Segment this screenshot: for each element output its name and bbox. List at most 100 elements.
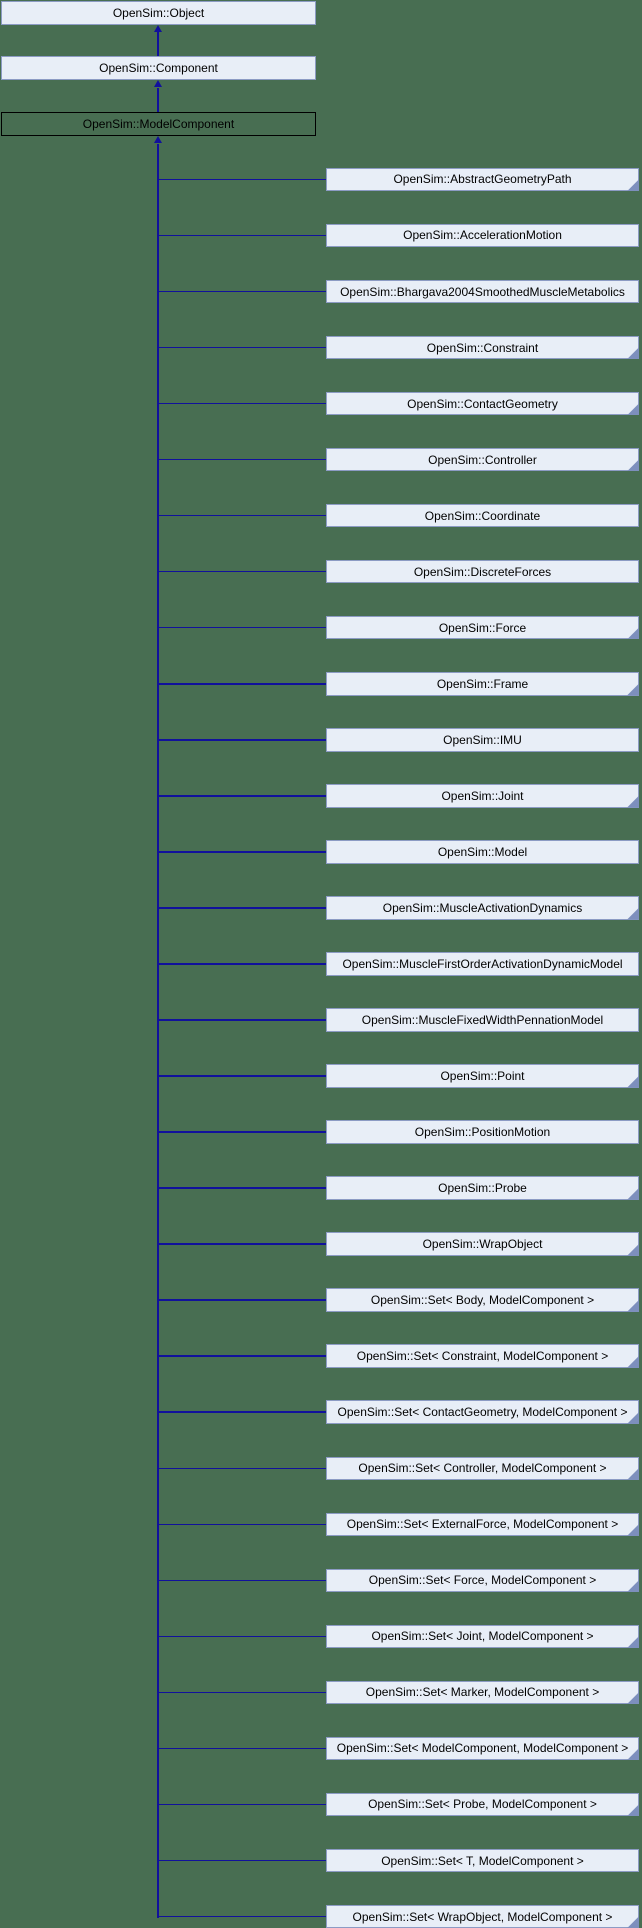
derived-class-label: OpenSim::IMU xyxy=(443,732,522,747)
derived-class-box[interactable]: OpenSim::Model xyxy=(326,840,639,864)
derived-class-box[interactable]: OpenSim::Point xyxy=(326,1064,639,1088)
derived-class-box[interactable]: OpenSim::WrapObject xyxy=(326,1232,639,1256)
derived-class-label: OpenSim::WrapObject xyxy=(422,1237,543,1252)
inheritance-branch-edge xyxy=(158,683,326,685)
derived-class-box[interactable]: OpenSim::Controller xyxy=(326,447,639,472)
truncated-corner-icon xyxy=(627,459,639,472)
class-label: OpenSim::ModelComponent xyxy=(82,116,235,131)
derived-class-label: OpenSim::DiscreteForces xyxy=(413,564,552,579)
derived-class-box[interactable]: OpenSim::Set< Marker, ModelComponent > xyxy=(326,1680,639,1705)
class-label: OpenSim::Object xyxy=(112,5,205,20)
inheritance-branch-edge xyxy=(158,234,326,237)
derived-class-label: OpenSim::Set< Probe, ModelComponent > xyxy=(368,1797,597,1812)
derived-class-box[interactable]: OpenSim::MuscleFixedWidthPennationModel xyxy=(326,1008,639,1032)
derived-class-box[interactable]: OpenSim::Bhargava2004SmoothedMuscleMetab… xyxy=(326,279,639,304)
inheritance-branch-edge xyxy=(158,1019,326,1021)
derived-class-box[interactable]: OpenSim::Set< Joint, ModelComponent > xyxy=(326,1624,639,1649)
truncated-corner-icon xyxy=(627,1468,639,1480)
inheritance-branch-edge xyxy=(158,1187,326,1189)
truncated-corner-icon xyxy=(627,1243,639,1256)
truncated-corner-icon xyxy=(627,627,639,640)
derived-class-label: OpenSim::Set< Body, ModelComponent > xyxy=(370,1293,595,1308)
class-box-component[interactable]: OpenSim::Component xyxy=(1,56,316,80)
derived-class-label: OpenSim::Set< ContactGeometry, ModelComp… xyxy=(337,1405,628,1420)
derived-class-box[interactable]: OpenSim::MuscleActivationDynamics xyxy=(326,896,639,920)
inheritance-branch-edge xyxy=(158,626,326,629)
truncated-corner-icon xyxy=(627,1580,639,1593)
derived-class-label: OpenSim::Set< ModelComponent, ModelCompo… xyxy=(336,1741,629,1756)
derived-class-label: OpenSim::ContactGeometry xyxy=(407,396,558,411)
inheritance-branch-edge xyxy=(158,1467,326,1469)
truncated-corner-icon xyxy=(627,795,639,808)
inheritance-branch-edge xyxy=(158,1579,326,1582)
truncated-corner-icon xyxy=(627,1187,639,1200)
derived-class-box[interactable]: OpenSim::Set< T, ModelComponent > xyxy=(326,1848,639,1873)
derived-class-label: OpenSim::Joint xyxy=(441,788,524,803)
truncated-corner-icon xyxy=(627,907,639,920)
derived-class-box[interactable]: OpenSim::Set< Probe, ModelComponent > xyxy=(326,1792,639,1817)
inheritance-branch-edge xyxy=(158,570,326,573)
inheritance-branch-edge xyxy=(158,907,326,909)
derived-class-label: OpenSim::MuscleFirstOrderActivationDynam… xyxy=(342,956,623,971)
inheritance-branch-edge xyxy=(158,851,326,853)
inheritance-branch-edge xyxy=(158,1411,326,1413)
inheritance-branch-edge xyxy=(158,458,326,461)
inheritance-branch-edge xyxy=(158,963,326,965)
inheritance-edge-component-modelcomponent xyxy=(157,87,159,112)
inheritance-branch-edge xyxy=(158,1355,326,1357)
derived-class-label: OpenSim::Point xyxy=(440,1069,525,1083)
derived-class-box[interactable]: OpenSim::Set< ModelComponent, ModelCompo… xyxy=(326,1736,639,1761)
derived-class-label: OpenSim::AbstractGeometryPath xyxy=(393,172,572,187)
derived-class-box[interactable]: OpenSim::Set< Force, ModelComponent > xyxy=(326,1568,639,1593)
derived-class-box[interactable]: OpenSim::Frame xyxy=(326,672,639,696)
derived-class-label: OpenSim::Force xyxy=(438,620,527,635)
truncated-corner-icon xyxy=(627,1411,639,1424)
derived-class-box[interactable]: OpenSim::Set< WrapObject, ModelComponent… xyxy=(326,1904,639,1928)
truncated-corner-icon xyxy=(627,1692,639,1705)
derived-class-box[interactable]: OpenSim::Set< ExternalForce, ModelCompon… xyxy=(326,1512,639,1537)
truncated-corner-icon xyxy=(627,179,639,192)
derived-class-box[interactable]: OpenSim::IMU xyxy=(326,728,639,752)
derived-class-box[interactable]: OpenSim::Set< Controller, ModelComponent… xyxy=(326,1456,639,1480)
derived-class-box[interactable]: OpenSim::DiscreteForces xyxy=(326,559,639,584)
derived-class-label: OpenSim::Bhargava2004SmoothedMuscleMetab… xyxy=(340,284,625,299)
truncated-corner-icon xyxy=(627,1355,639,1368)
derived-class-label: OpenSim::MuscleFixedWidthPennationModel xyxy=(361,1012,604,1027)
inheritance-branch-edge xyxy=(158,1243,326,1245)
derived-class-box[interactable]: OpenSim::ContactGeometry xyxy=(326,391,639,416)
inheritance-branch-edge xyxy=(158,1915,326,1918)
inheritance-branch-edge xyxy=(158,290,326,293)
derived-class-label: OpenSim::Set< Constraint, ModelComponent… xyxy=(356,1349,609,1364)
class-box-object[interactable]: OpenSim::Object xyxy=(1,1,316,25)
inheritance-trunk-edge xyxy=(157,143,159,1918)
derived-class-box[interactable]: OpenSim::Coordinate xyxy=(326,503,639,528)
derived-class-box[interactable]: OpenSim::Joint xyxy=(326,784,639,808)
derived-class-label: OpenSim::MuscleActivationDynamics xyxy=(382,900,583,915)
inheritance-branch-edge xyxy=(158,346,326,349)
derived-class-box[interactable]: OpenSim::Set< Body, ModelComponent > xyxy=(326,1288,639,1312)
inheritance-branch-edge xyxy=(158,1523,326,1526)
inheritance-branch-edge xyxy=(158,1075,326,1077)
truncated-corner-icon xyxy=(627,1299,639,1312)
derived-class-box[interactable]: OpenSim::AbstractGeometryPath xyxy=(326,167,639,192)
derived-class-box[interactable]: OpenSim::Set< ContactGeometry, ModelComp… xyxy=(326,1400,639,1424)
inheritance-branch-edge xyxy=(158,1299,326,1301)
inheritance-edge-object-component xyxy=(157,32,159,56)
derived-class-box[interactable]: OpenSim::Constraint xyxy=(326,335,639,360)
derived-class-box[interactable]: OpenSim::AccelerationMotion xyxy=(326,223,639,248)
arrow-up-icon xyxy=(153,25,162,32)
derived-class-label: OpenSim::Set< T, ModelComponent > xyxy=(381,1853,584,1868)
inheritance-branch-edge xyxy=(158,402,326,405)
derived-class-label: OpenSim::Set< ExternalForce, ModelCompon… xyxy=(346,1517,619,1532)
derived-class-box[interactable]: OpenSim::PositionMotion xyxy=(326,1120,639,1144)
inheritance-branch-edge xyxy=(158,795,326,797)
truncated-corner-icon xyxy=(627,1748,639,1761)
derived-class-box[interactable]: OpenSim::Force xyxy=(326,615,639,640)
derived-class-box[interactable]: OpenSim::Set< Constraint, ModelComponent… xyxy=(326,1344,639,1368)
derived-class-box[interactable]: OpenSim::Probe xyxy=(326,1176,639,1200)
inheritance-branch-edge xyxy=(158,1635,326,1638)
derived-class-box[interactable]: OpenSim::MuscleFirstOrderActivationDynam… xyxy=(326,952,639,976)
truncated-corner-icon xyxy=(627,1804,639,1817)
derived-class-label: OpenSim::Set< Controller, ModelComponent… xyxy=(358,1461,607,1476)
